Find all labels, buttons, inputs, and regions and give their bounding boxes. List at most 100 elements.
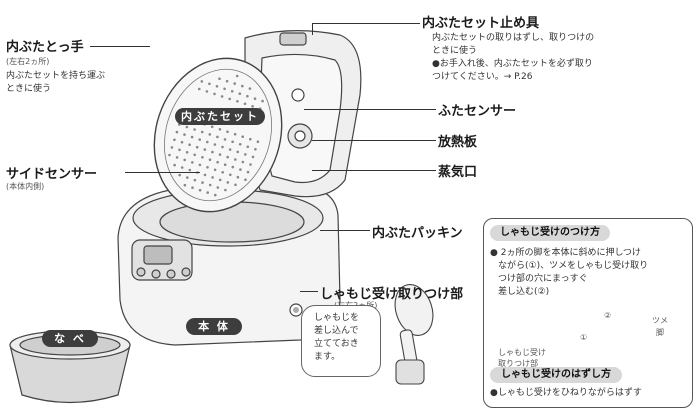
lid-perforation <box>211 176 214 179</box>
lid-perforation <box>183 133 186 136</box>
lid-perforation <box>213 168 217 172</box>
step1-marker: ① <box>580 333 588 342</box>
lid-perforation <box>198 87 201 91</box>
side-sensor-label: サイドセンサー <box>6 167 98 182</box>
lid-perforation <box>216 186 220 189</box>
lid-perforation <box>186 176 189 179</box>
lid-perforation <box>228 148 232 151</box>
lid-perforation <box>201 156 204 159</box>
lid-perforation <box>178 173 181 177</box>
lid-perforation <box>223 87 226 91</box>
lid-perforation <box>243 102 247 106</box>
lid-perforation <box>175 130 179 134</box>
paddle-info-bubble: しゃもじを 差し込んで 立てておき ます。 <box>301 305 381 377</box>
lid-perforation <box>226 181 230 184</box>
lid-perforation <box>229 173 232 177</box>
lid-perforation <box>236 100 239 103</box>
lid-perforation <box>180 140 184 144</box>
lid-perforation <box>244 153 247 156</box>
inner-lid-handle-label: 内ぶたとっ手 <box>6 40 84 55</box>
lid-perforation <box>218 178 222 182</box>
paddle-holder-howto-box: しゃもじ受けのつけ方 ● 2ヵ所の脚を本体に斜めに押しつけ ながら(①)、ツメを… <box>483 218 693 408</box>
lid-perforation <box>221 171 224 174</box>
lid-perforation <box>246 145 250 149</box>
lid-perforation <box>201 181 204 184</box>
lid-perforation <box>198 188 202 192</box>
inner-lid-set-badge: 内ぶたセット <box>175 108 265 125</box>
howto-attach-title: しゃもじ受けのつけ方 <box>490 225 610 241</box>
lid-perforation <box>238 92 242 95</box>
lid-perforation <box>173 138 176 142</box>
lid-perforation <box>215 85 219 88</box>
lid-perforation <box>175 156 179 159</box>
lid-perforation <box>170 146 174 149</box>
lid-perforation <box>178 148 181 152</box>
lid-perforation <box>183 183 187 187</box>
lid-perforation <box>223 138 227 141</box>
leader-gasket <box>320 230 370 231</box>
lid-perforation <box>216 160 219 164</box>
lid-perforation <box>241 135 244 138</box>
howto-attach-text: ● 2ヵ所の脚を本体に斜めに押しつけ ながら(①)、ツメをしゃもじ受け取り つけ… <box>490 248 649 297</box>
leader-lid-stopper-v <box>312 23 313 35</box>
lid-perforation <box>235 74 239 78</box>
lid-perforation <box>236 175 240 179</box>
lid-perforation <box>218 128 222 131</box>
lid-perforation <box>203 148 207 151</box>
lid-perforation <box>200 80 204 83</box>
step2-marker: ② <box>604 311 612 320</box>
lid-perforation <box>246 94 249 98</box>
callout-claw: ツメ <box>652 316 668 325</box>
lid-stopper-desc: 内ぶたセットの取りはずし、取りつけの ときに使う ●お手入れ後、内ぶたセットを必… <box>432 33 595 82</box>
lid-perforation <box>193 153 196 157</box>
lid-perforation <box>230 90 234 93</box>
lid-perforation <box>188 143 191 146</box>
lid-perforation <box>225 79 229 83</box>
lid-perforation <box>233 132 237 136</box>
inner-lid-handle-desc: 内ぶたセットを持ち運ぶ ときに使う <box>6 71 106 94</box>
howto-remove-title: しゃもじ受けのはずし方 <box>490 367 622 383</box>
pot-badge: な べ <box>42 330 98 347</box>
paddle-holder-mount-label: しゃもじ受け取りつけ部 <box>320 287 464 302</box>
lid-perforation <box>193 128 196 131</box>
leader-paddle-mount <box>300 291 318 292</box>
lid-perforation <box>224 188 227 192</box>
lid-perforation <box>244 178 247 181</box>
lid-stopper-label: 内ぶたセット止め具 <box>422 16 540 31</box>
steam-vent-label: 蒸気口 <box>438 165 478 180</box>
lid-perforation <box>221 145 224 149</box>
lid-perforation <box>206 166 209 169</box>
heat-plate-label: 放熱板 <box>438 135 478 150</box>
lid-perforation <box>203 173 207 177</box>
leader-inner-lid-handle <box>90 46 150 47</box>
lid-perforation <box>190 135 194 139</box>
inner-lid-gasket-label: 内ぶたパッキン <box>372 226 463 241</box>
leader-steam-vent <box>312 170 436 171</box>
lid-perforation <box>168 153 171 157</box>
lid-perforation <box>198 163 202 167</box>
lid-perforation <box>236 150 239 154</box>
lid-perforation <box>228 97 231 101</box>
howto-remove-text: ●しゃもじ受けをひねりながらはずす <box>490 388 642 398</box>
lid-perforation <box>218 153 222 156</box>
lid-perforation <box>218 77 221 80</box>
lid-perforation <box>251 155 255 159</box>
callout-mount: しゃもじ受け 取りつけ部 <box>498 348 546 368</box>
lid-perforation <box>208 82 211 86</box>
lid-perforation <box>211 150 214 154</box>
lid-perforation <box>214 193 217 197</box>
lid-perforation <box>251 105 254 108</box>
leader-side-sensor <box>125 172 200 173</box>
leader-lid-sensor <box>304 109 436 110</box>
callout-leg: 脚 <box>656 328 664 337</box>
lid-perforation <box>234 183 237 187</box>
lid-perforation <box>233 82 236 85</box>
lid-perforation <box>193 178 197 182</box>
lid-perforation <box>208 158 212 161</box>
lid-perforation <box>231 140 234 144</box>
lid-perforation <box>241 84 244 88</box>
lid-perforation <box>220 95 224 98</box>
side-sensor-note: (本体内側) <box>6 182 45 191</box>
lid-perforation <box>191 186 194 189</box>
lid-perforation <box>183 158 186 162</box>
